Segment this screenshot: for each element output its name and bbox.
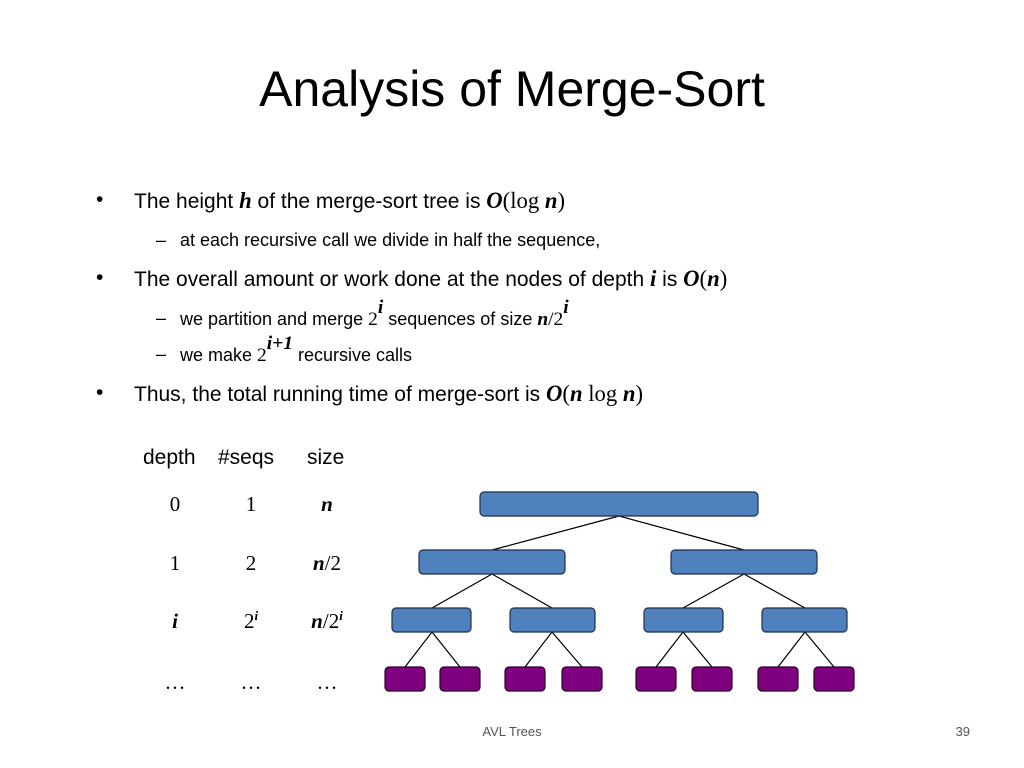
tree-leaf bbox=[757, 666, 799, 692]
tree-leaf bbox=[439, 666, 481, 692]
math-exponent: i bbox=[563, 297, 569, 318]
tree-edge bbox=[618, 515, 745, 551]
math-var: h bbox=[239, 188, 252, 213]
cell-size: n bbox=[321, 492, 333, 516]
sub-bullet-text: recursive calls bbox=[292, 345, 412, 366]
tree-edge bbox=[777, 631, 806, 668]
dash-mark: – bbox=[156, 230, 167, 250]
sub-bullet-text: we make bbox=[180, 345, 258, 366]
math-big-o: O bbox=[486, 188, 503, 213]
tree-node-level1 bbox=[418, 549, 566, 575]
math-var: n bbox=[312, 551, 325, 575]
tree-edge bbox=[404, 631, 433, 668]
tree-edge bbox=[682, 631, 713, 668]
math-var: n bbox=[569, 381, 583, 406]
tree-edge bbox=[743, 573, 806, 609]
cell-size: n/2i bbox=[297, 609, 357, 634]
tree-leaf bbox=[504, 666, 546, 692]
math-var: n bbox=[544, 188, 558, 213]
tree-node-level1 bbox=[670, 549, 818, 575]
math-expr: ) bbox=[635, 381, 644, 406]
tree-node-level2 bbox=[643, 607, 724, 633]
math-expr: log bbox=[582, 381, 623, 406]
bullet-text: Thus, the total running time of merge-so… bbox=[134, 383, 547, 406]
math-expr: (log bbox=[502, 188, 545, 213]
dash-mark: – bbox=[156, 344, 167, 364]
math-expr: ( bbox=[562, 381, 570, 406]
tree-edge bbox=[682, 573, 745, 609]
cell-seqs: … bbox=[240, 670, 262, 694]
math-var: n bbox=[537, 309, 549, 331]
math-var: n bbox=[311, 609, 323, 633]
cell-seqs: 2i bbox=[221, 609, 281, 634]
bullet-text: of the merge-sort tree is bbox=[251, 190, 487, 213]
table-header-size: size bbox=[307, 446, 345, 469]
tree-leaf bbox=[635, 666, 677, 692]
tree-edge bbox=[551, 631, 583, 668]
math-big-o: O bbox=[546, 381, 563, 406]
cell-seqs: 2 bbox=[245, 551, 257, 575]
table-header-depth: depth bbox=[143, 446, 196, 469]
tree-edges bbox=[404, 515, 835, 668]
math-expr: /2 bbox=[548, 309, 564, 331]
tree-leaf bbox=[691, 666, 733, 692]
tree-leaves bbox=[384, 666, 855, 692]
math-var: n bbox=[707, 266, 720, 291]
tree-node-level2 bbox=[761, 607, 848, 633]
math-two: 2 bbox=[368, 309, 378, 331]
tree-nodes bbox=[391, 491, 848, 633]
math-var: n bbox=[622, 381, 636, 406]
bullet-text: The height bbox=[134, 190, 240, 213]
tree-node-level2 bbox=[391, 607, 472, 633]
math-exponent: i+1 bbox=[266, 333, 293, 354]
cell-depth: i bbox=[172, 609, 178, 633]
bullet-mark: • bbox=[96, 266, 104, 289]
cell-seqs: 1 bbox=[245, 492, 257, 516]
tree-node-root bbox=[479, 491, 759, 517]
table-header-seqs: #seqs bbox=[218, 446, 275, 469]
slide-title: Analysis of Merge-Sort bbox=[259, 61, 765, 117]
sub-bullet-text: sequences of size bbox=[383, 309, 538, 330]
math-expr: ( bbox=[699, 266, 708, 291]
tree-leaf bbox=[561, 666, 603, 692]
page-number: 39 bbox=[955, 724, 970, 739]
cell-size: … bbox=[316, 670, 338, 694]
math-big-o: O bbox=[683, 266, 700, 291]
math-var: i bbox=[650, 266, 657, 291]
tree-edge bbox=[524, 631, 553, 668]
math-expr: ) bbox=[557, 188, 566, 213]
bullet-mark: • bbox=[96, 188, 104, 211]
tree-leaf bbox=[384, 666, 426, 692]
sub-bullet-text: at each recursive call we divide in half… bbox=[180, 230, 601, 250]
tree-node-level2 bbox=[509, 607, 596, 633]
bullet-text: is bbox=[656, 268, 684, 291]
tree-edge bbox=[804, 631, 835, 668]
bullet-mark: • bbox=[96, 381, 104, 404]
tree-edge bbox=[431, 573, 493, 609]
math-expr: /2 bbox=[322, 609, 340, 633]
sub-bullet-text: we partition and merge bbox=[180, 309, 369, 330]
tree-edge bbox=[431, 631, 461, 668]
math-exponent: i bbox=[377, 297, 384, 318]
math-expr: /2 bbox=[324, 551, 342, 575]
math-two: 2 bbox=[257, 345, 267, 367]
footer-title: AVL Trees bbox=[482, 724, 542, 739]
cell-depth: 1 bbox=[169, 551, 181, 575]
math-exponent: i bbox=[254, 607, 259, 623]
math-two: 2 bbox=[243, 609, 255, 633]
math-expr: ) bbox=[719, 266, 728, 291]
tree-edge bbox=[491, 515, 620, 551]
bullet-text: The overall amount or work done at the n… bbox=[134, 268, 650, 291]
math-exponent: i bbox=[339, 607, 343, 623]
tree-edge bbox=[491, 573, 553, 609]
dash-mark: – bbox=[156, 308, 167, 328]
cell-size: n/2 bbox=[297, 551, 357, 576]
tree-edge bbox=[655, 631, 684, 668]
tree-leaf bbox=[813, 666, 855, 692]
cell-depth: … bbox=[164, 670, 186, 694]
cell-depth: 0 bbox=[169, 492, 181, 516]
